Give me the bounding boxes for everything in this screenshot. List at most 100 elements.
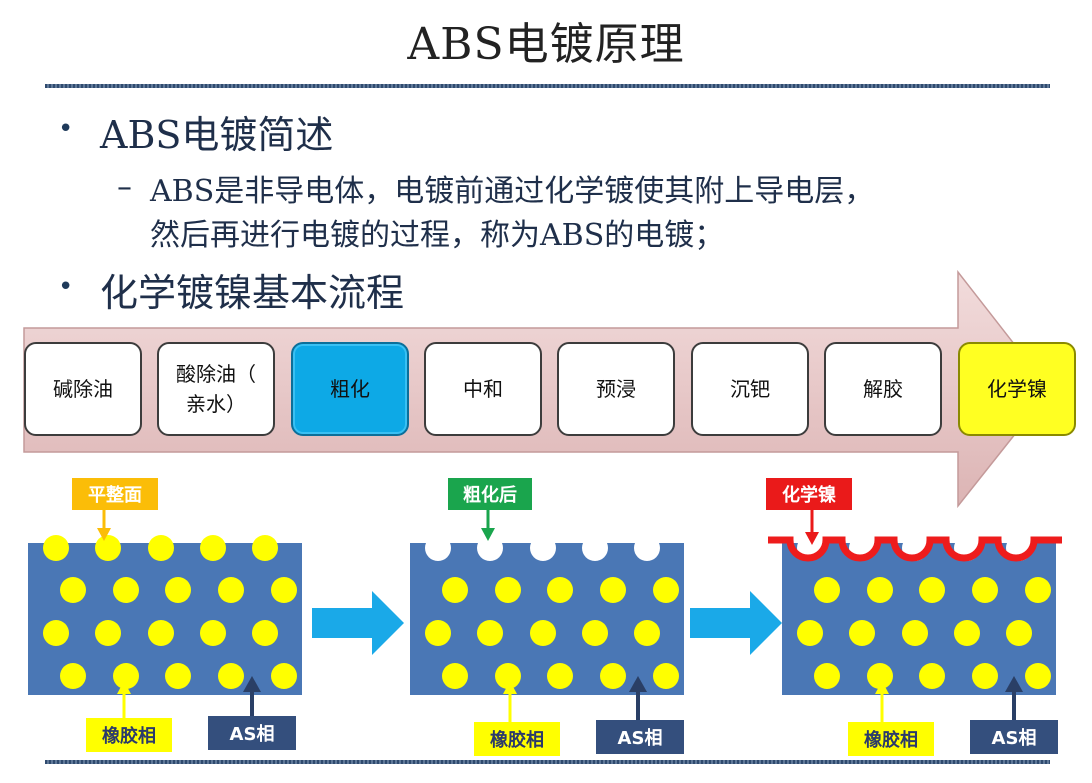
step-label: 中和 — [463, 377, 503, 401]
rubber-particle — [425, 620, 451, 646]
label-flat-surface: 平整面 — [72, 478, 158, 510]
transition-arrow-1 — [312, 591, 404, 655]
process-step-7: 解胶 — [824, 342, 942, 436]
step-label: 沉钯 — [730, 377, 770, 401]
etched-cavity — [582, 535, 608, 561]
etched-cavity — [425, 535, 451, 561]
surface-particle — [95, 535, 121, 561]
rubber-particle — [271, 663, 297, 689]
step-label: 粗化 — [330, 377, 370, 401]
pointer-rubber-2 — [503, 681, 517, 722]
label-rubber-phase-1: 橡胶相 — [86, 718, 172, 752]
label-as-phase-2: AS相 — [596, 720, 684, 754]
step-label: 酸除油（ — [176, 362, 256, 386]
rubber-particle — [634, 620, 660, 646]
rubber-particle — [849, 620, 875, 646]
rubber-particle — [60, 577, 86, 603]
step-label: 碱除油 — [53, 377, 113, 401]
rubber-particle — [814, 577, 840, 603]
process-step-4: 中和 — [424, 342, 542, 436]
step-label: 预浸 — [596, 377, 636, 401]
footer-divider — [45, 760, 1050, 764]
surface-particle — [252, 535, 278, 561]
rubber-particle — [1025, 663, 1051, 689]
process-step-2: 酸除油（ 亲水） — [157, 342, 275, 436]
rubber-particle — [218, 577, 244, 603]
label-rubber-phase-3: 橡胶相 — [848, 722, 934, 756]
pointer-rough — [481, 506, 495, 541]
rubber-particle — [814, 663, 840, 689]
bullet-1-line-2: 然后再进行电镀的过程，称为ABS的电镀； — [150, 218, 725, 253]
surface-particle — [148, 535, 174, 561]
rubber-particle — [495, 663, 521, 689]
pointer-as-1 — [243, 676, 261, 718]
pointer-rubber-3 — [875, 681, 889, 722]
rubber-particle — [1006, 620, 1032, 646]
rubber-particle — [495, 577, 521, 603]
rubber-particle — [148, 620, 174, 646]
label-after-roughening: 粗化后 — [448, 478, 532, 510]
rubber-particle — [218, 663, 244, 689]
bullet-dot: • — [58, 272, 74, 302]
rubber-particle — [902, 620, 928, 646]
rubber-particle — [797, 620, 823, 646]
page-title: ABS电镀原理 — [407, 19, 685, 70]
rubber-particle — [165, 577, 191, 603]
rubber-particle — [653, 663, 679, 689]
rubber-particle — [919, 663, 945, 689]
label-chemical-nickel: 化学镍 — [766, 478, 852, 510]
process-step-8: 化学镍 — [958, 342, 1076, 436]
rubber-particle — [867, 663, 893, 689]
etched-cavity — [530, 535, 556, 561]
pointer-flat — [97, 506, 111, 541]
rubber-particle — [919, 577, 945, 603]
step-label: 解胶 — [863, 377, 903, 401]
label-rubber-phase-2: 橡胶相 — [474, 722, 560, 756]
bullet-heading-2: 化学镀镍基本流程 — [100, 271, 405, 315]
title-divider — [45, 84, 1050, 88]
rubber-particle — [113, 577, 139, 603]
label-as-phase-1: AS相 — [208, 716, 296, 750]
surface-particle — [43, 535, 69, 561]
rubber-particle — [547, 663, 573, 689]
etched-cavity — [477, 535, 503, 561]
pointer-rubber-1 — [117, 681, 131, 718]
transition-arrow-2 — [690, 591, 782, 655]
rubber-particle — [477, 620, 503, 646]
rubber-particle — [530, 620, 556, 646]
rubber-particle — [972, 663, 998, 689]
rubber-particle — [271, 577, 297, 603]
bullet-1-line-1: ABS是非导电体，电镀前通过化学镀使其附上导电层， — [150, 174, 875, 209]
rubber-particle — [867, 577, 893, 603]
rubber-particle — [95, 620, 121, 646]
etched-cavity — [634, 535, 660, 561]
rubber-particle — [547, 577, 573, 603]
rubber-particle — [442, 577, 468, 603]
label-as-phase-3: AS相 — [970, 720, 1058, 754]
rubber-particle — [954, 620, 980, 646]
process-step-1: 碱除油 — [24, 342, 142, 436]
rubber-particle — [442, 663, 468, 689]
sub-bullet-dash: – — [117, 170, 132, 205]
process-step-3: 粗化 — [291, 342, 409, 436]
rubber-particle — [60, 663, 86, 689]
rubber-particle — [600, 577, 626, 603]
rubber-particle — [43, 620, 69, 646]
rubber-particle — [200, 620, 226, 646]
rubber-particle — [1025, 577, 1051, 603]
pointer-as-3 — [1005, 676, 1023, 722]
rubber-particle — [252, 620, 278, 646]
process-step-5: 预浸 — [557, 342, 675, 436]
process-step-6: 沉钯 — [691, 342, 809, 436]
surface-particle — [200, 535, 226, 561]
bullet-heading-1: ABS电镀简述 — [100, 113, 334, 157]
rubber-particle — [653, 577, 679, 603]
rubber-particle — [113, 663, 139, 689]
step-label: 化学镍 — [987, 377, 1047, 401]
rubber-particle — [165, 663, 191, 689]
pointer-nickel — [805, 506, 819, 545]
nickel-layer — [768, 536, 1062, 562]
rubber-particle — [600, 663, 626, 689]
rubber-particle — [582, 620, 608, 646]
step-label-2: 亲水） — [186, 392, 246, 416]
